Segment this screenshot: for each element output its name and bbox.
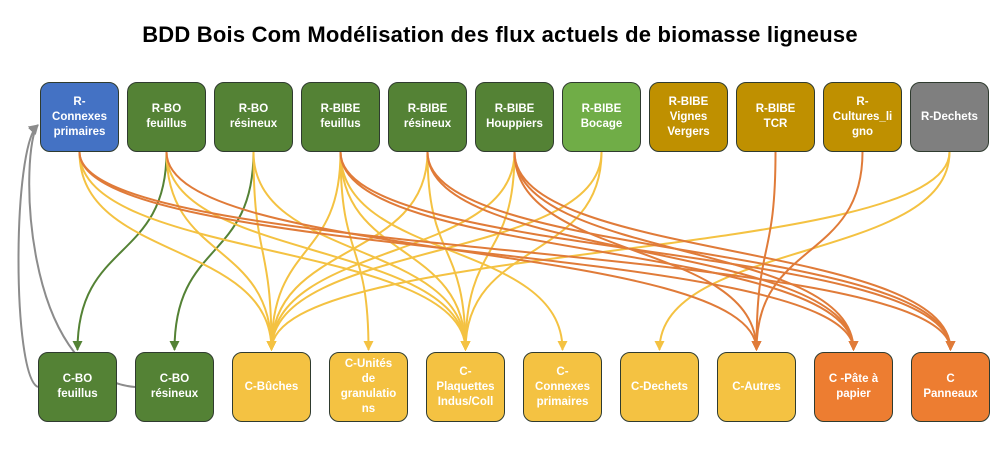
- flow-link: [165, 151, 762, 351]
- node-r-bibe-resineux: R-BIBE résineux: [388, 82, 467, 152]
- node-c-buches: C-Bûches: [232, 352, 311, 422]
- flow-link: [339, 151, 859, 351]
- flow-link: [266, 151, 429, 351]
- node-c-connexes-primaires: C- Connexes primaires: [523, 352, 602, 422]
- node-r-bibe-vignes-vergers: R-BIBE Vignes Vergers: [649, 82, 728, 152]
- flow-link: [654, 151, 951, 351]
- node-c-bo-feuillus: C-BO feuillus: [38, 352, 117, 422]
- flow-link: [460, 151, 603, 351]
- flow-link: [426, 151, 956, 351]
- flow-link: [266, 151, 951, 351]
- node-c-bo-resineux: C-BO résineux: [135, 352, 214, 422]
- flow-link: [78, 151, 956, 351]
- flow-link: [165, 151, 277, 351]
- node-c-plaquettes: C- Plaquettes Indus/Coll: [426, 352, 505, 422]
- flow-link: [751, 151, 777, 351]
- diagram-title: BDD Bois Com Modélisation des flux actue…: [142, 22, 858, 47]
- node-r-bibe-tcr: R-BIBE TCR: [736, 82, 815, 152]
- flow-link: [266, 151, 516, 351]
- node-c-dechets: C-Dechets: [620, 352, 699, 422]
- feedback-link: [17, 124, 39, 388]
- node-r-cultures-ligno: R- Cultures_li gno: [823, 82, 902, 152]
- flow-link: [266, 151, 342, 351]
- node-r-bibe-feuillus: R-BIBE feuillus: [301, 82, 380, 152]
- flow-link: [339, 151, 471, 351]
- node-r-bibe-houppiers: R-BIBE Houppiers: [475, 82, 554, 152]
- flow-link: [513, 151, 956, 351]
- node-r-bo-feuillus: R-BO feuillus: [127, 82, 206, 152]
- node-c-autres: C-Autres: [717, 352, 796, 422]
- flow-link: [72, 151, 168, 351]
- flow-link: [252, 151, 471, 351]
- flow-link: [460, 151, 516, 351]
- node-c-panneaux: C Panneaux: [911, 352, 990, 422]
- node-r-connexes-primaires: R- Connexes primaires: [40, 82, 119, 152]
- node-c-pate-a-papier: C -Pâte à papier: [814, 352, 893, 422]
- flow-link: [78, 151, 471, 351]
- flow-link: [169, 151, 255, 351]
- flow-link: [513, 151, 859, 351]
- flow-link: [751, 151, 864, 351]
- flow-link: [266, 151, 603, 351]
- flow-link: [252, 151, 277, 351]
- flow-link: [339, 151, 374, 351]
- node-c-unites-granulations: C-Unités de granulatio ns: [329, 352, 408, 422]
- flow-link: [339, 151, 956, 351]
- flow-link: [426, 151, 471, 351]
- node-r-dechets: R-Dechets: [910, 82, 989, 152]
- flow-link: [513, 151, 762, 351]
- flow-link: [78, 151, 277, 351]
- flow-link: [165, 151, 471, 351]
- flow-link: [339, 151, 568, 351]
- node-r-bo-resineux: R-BO résineux: [214, 82, 293, 152]
- flow-link: [426, 151, 859, 351]
- node-r-bibe-bocage: R-BIBE Bocage: [562, 82, 641, 152]
